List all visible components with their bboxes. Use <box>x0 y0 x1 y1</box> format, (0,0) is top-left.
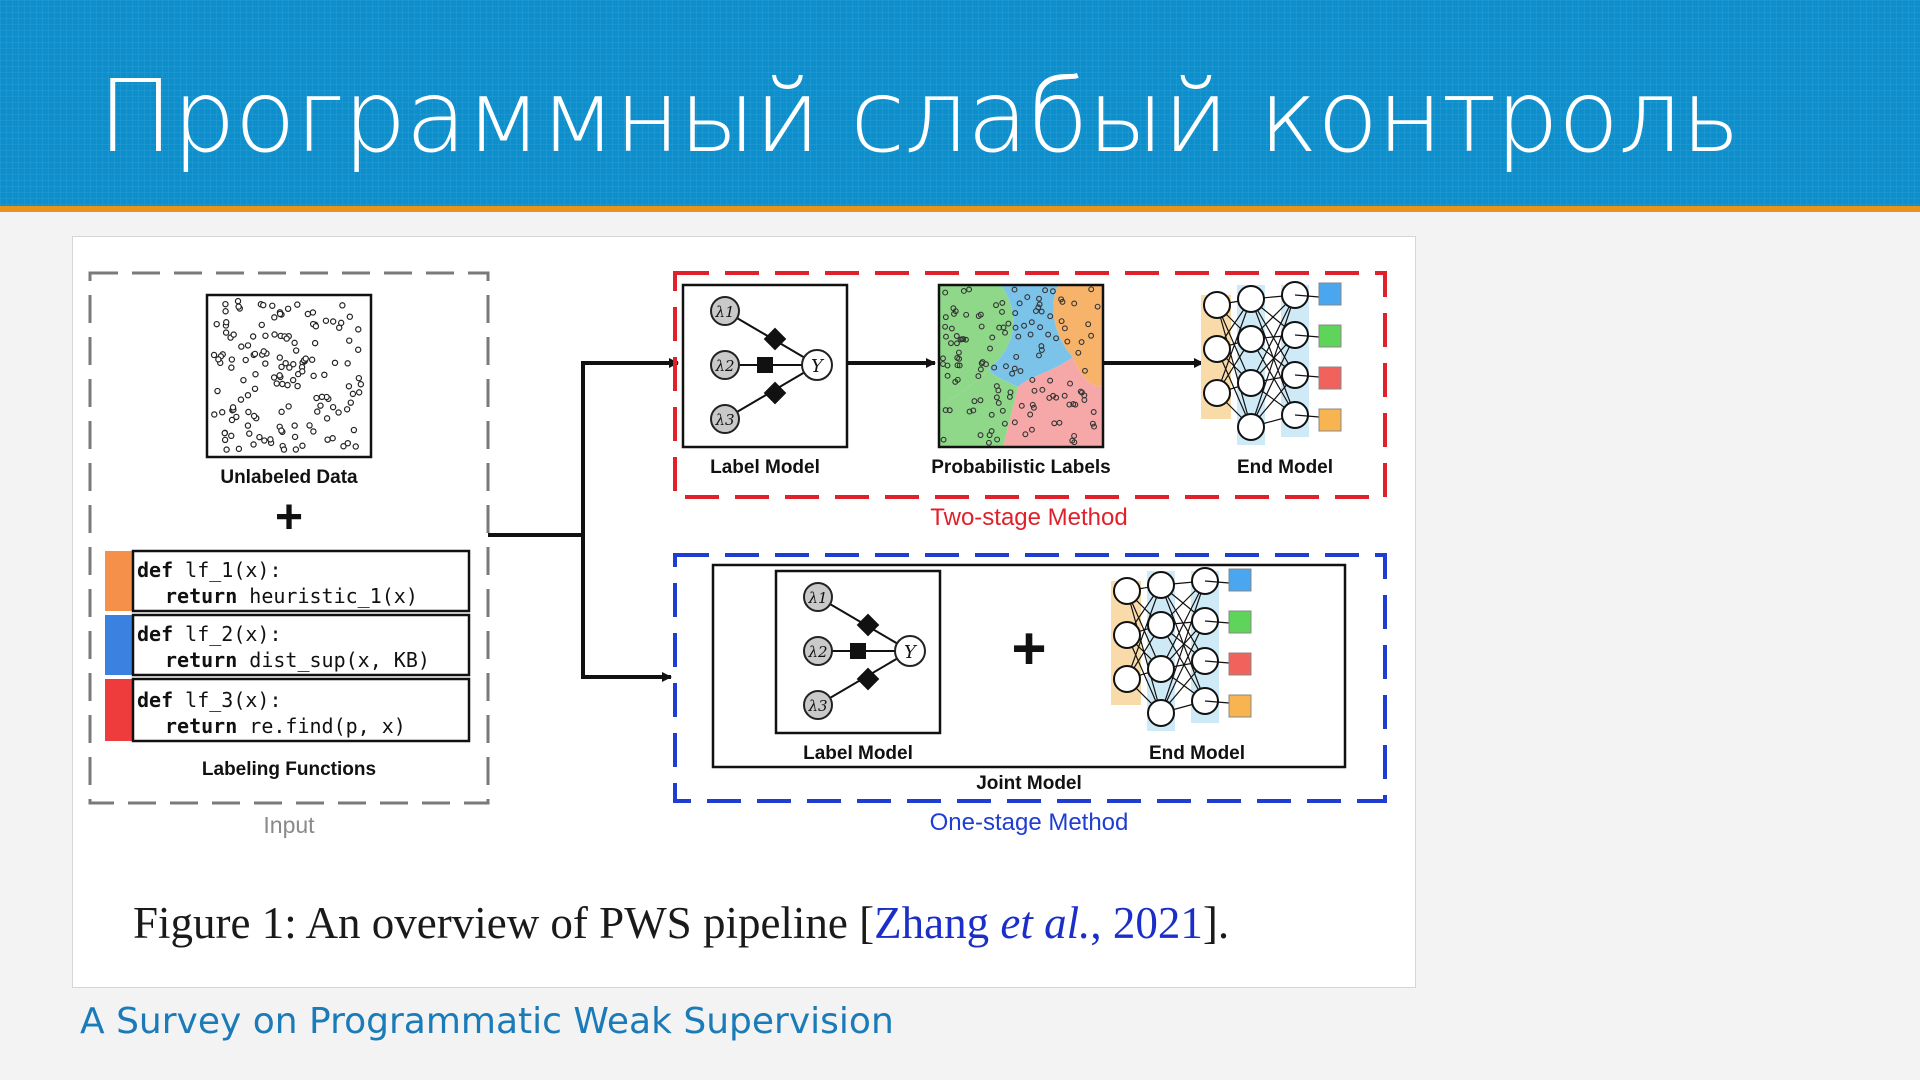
one-stage-plus-sign: + <box>1011 615 1046 682</box>
svg-text:Y: Y <box>811 356 825 377</box>
figure-image: Unlabeled Data + def lf_1(x): return heu… <box>72 236 1416 988</box>
one-stage-label-model: λ1 λ2 λ3 Y <box>774 569 942 735</box>
one-stage-caption: One-stage Method <box>930 809 1129 836</box>
labeling-function-1: def lf_1(x): return heuristic_1(x) <box>105 549 471 613</box>
probabilistic-labels-label: Probabilistic Labels <box>931 457 1111 478</box>
pipeline-arrows <box>488 358 679 682</box>
unlabeled-data-label: Unlabeled Data <box>220 467 358 488</box>
labeling-function-2: def lf_2(x): return dist_sup(x, KB) <box>105 613 471 677</box>
svg-text:def lf_3(x):: def lf_3(x): <box>137 688 282 712</box>
svg-text:λ1: λ1 <box>714 303 734 321</box>
figure-caption: Figure 1: An overview of PWS pipeline [Z… <box>133 898 1230 948</box>
svg-text:λ1: λ1 <box>807 589 827 607</box>
one-stage-label-model-label: Label Model <box>803 743 913 764</box>
slide-title: Программный слабый контроль <box>98 58 1740 175</box>
unlabeled-data-points <box>210 297 365 453</box>
source-paper-link[interactable]: A Survey on Programmatic Weak Supervisio… <box>80 1001 894 1042</box>
svg-text:Y: Y <box>904 642 918 663</box>
header-accent-rule <box>0 206 1920 212</box>
labeling-function-3: def lf_3(x): return re.find(p, x) <box>105 677 471 743</box>
labeling-functions-label: Labeling Functions <box>202 759 376 780</box>
two-stage-end-model-label: End Model <box>1237 457 1333 478</box>
svg-text:def lf_1(x):: def lf_1(x): <box>137 558 282 582</box>
one-stage-end-model-network <box>1111 567 1252 731</box>
two-stage-method-panel: λ1 λ2 λ3 Y Label Model Probabilistic Lab… <box>673 271 1387 531</box>
two-stage-end-model-network <box>1201 281 1342 445</box>
svg-text:return heuristic_1(x): return heuristic_1(x) <box>165 584 418 608</box>
one-stage-end-model-label: End Model <box>1149 743 1245 764</box>
input-panel: Unlabeled Data + def lf_1(x): return heu… <box>88 271 490 838</box>
citation-link[interactable]: Zhang et al., 2021 <box>874 898 1203 948</box>
svg-text:def lf_2(x):: def lf_2(x): <box>137 622 282 646</box>
svg-text:return dist_sup(x, KB): return dist_sup(x, KB) <box>165 648 430 672</box>
svg-text:λ3: λ3 <box>714 411 734 429</box>
two-stage-label-model: λ1 λ2 λ3 Y <box>681 283 849 449</box>
probabilistic-labels-plot <box>937 283 1105 449</box>
svg-text:λ3: λ3 <box>807 697 827 715</box>
input-plus-sign: + <box>275 491 303 544</box>
one-stage-method-panel: λ1 λ2 λ3 Y Label Model + End Model Joint… <box>673 553 1387 836</box>
slide-header <box>0 0 1920 206</box>
svg-text:return re.find(p, x): return re.find(p, x) <box>165 714 406 738</box>
svg-text:λ2: λ2 <box>807 643 827 661</box>
input-caption: Input <box>263 812 315 838</box>
svg-text:λ2: λ2 <box>714 357 734 375</box>
two-stage-caption: Two-stage Method <box>930 504 1127 531</box>
joint-model-label: Joint Model <box>976 773 1082 794</box>
two-stage-label-model-label: Label Model <box>710 457 820 478</box>
